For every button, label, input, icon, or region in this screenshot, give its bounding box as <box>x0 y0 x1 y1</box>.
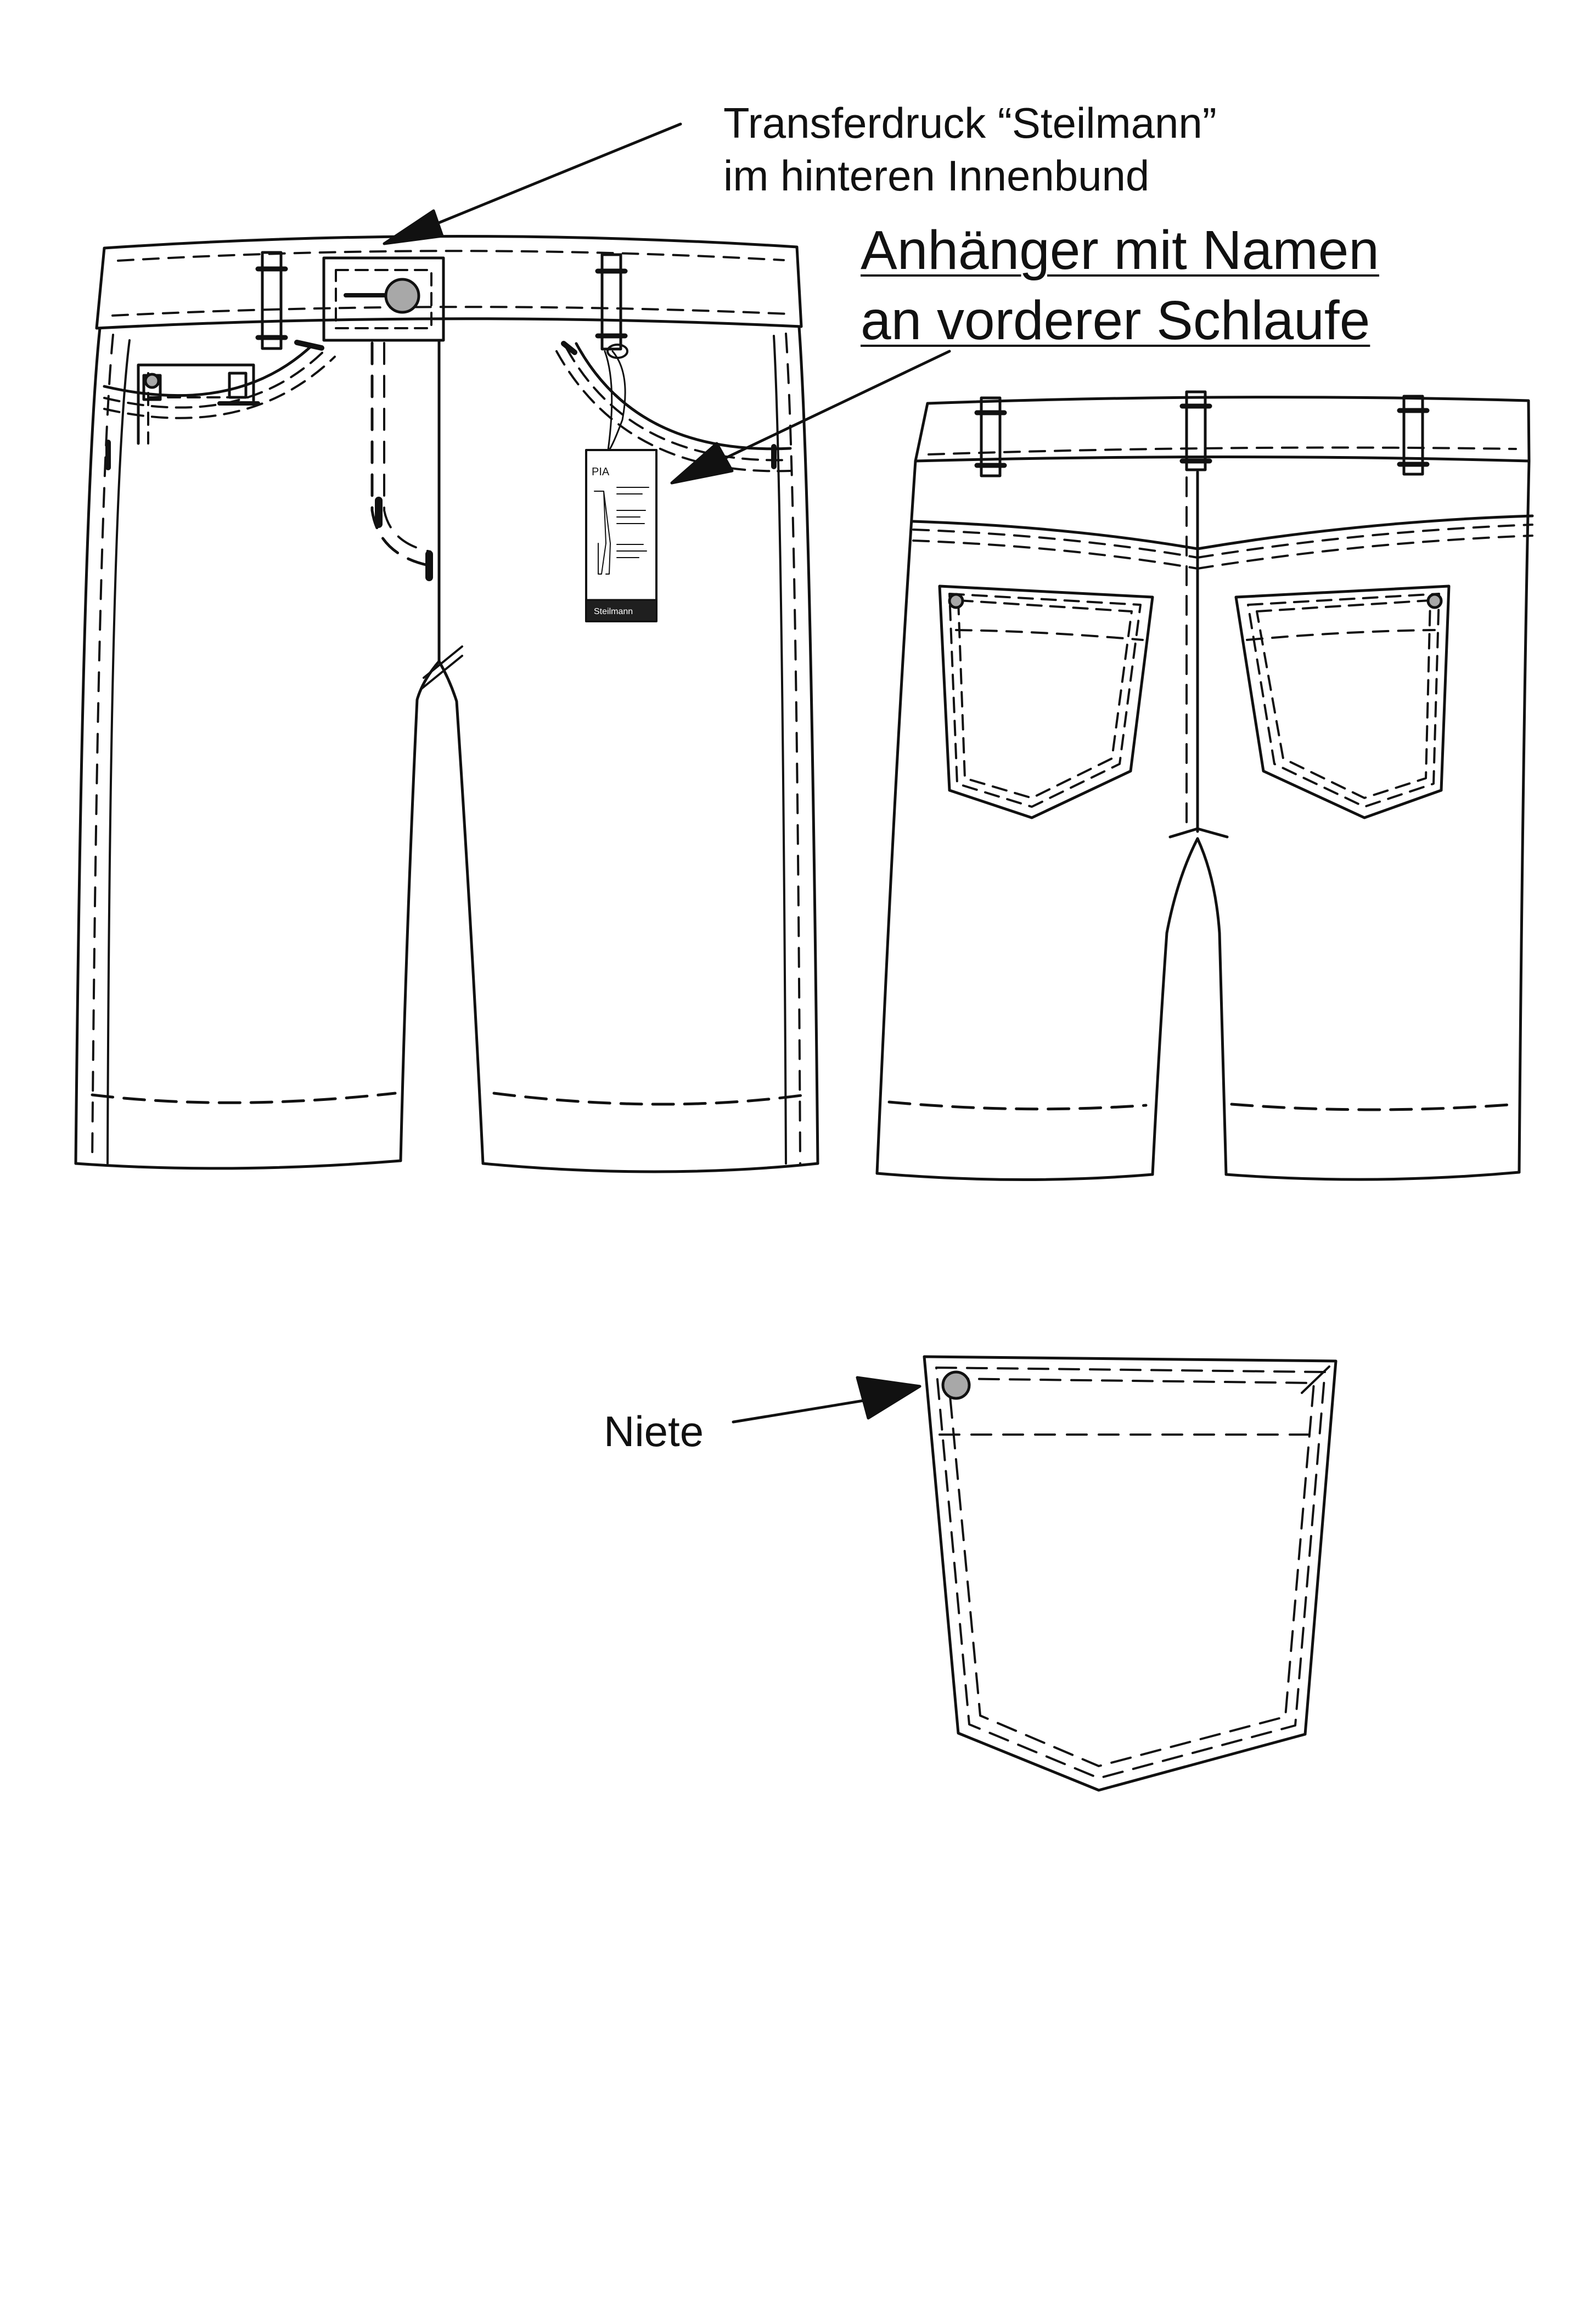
front-side-seam-right <box>797 325 819 1165</box>
front-side-seam-left <box>74 327 102 1165</box>
arrow-niete <box>732 1376 921 1424</box>
back-inseam-right <box>1196 837 1228 1176</box>
label-tag-line2: an vorderer Schlaufe <box>861 290 1370 351</box>
hang-tag-brand: Steilmann <box>594 607 633 616</box>
back-side-seam-right <box>1518 459 1531 1174</box>
label-transfer-line2: im hinteren Innenbund <box>723 151 1150 200</box>
front-hem-right <box>481 1162 819 1173</box>
niete-rivet <box>941 1370 971 1400</box>
label-transfer-print: Transferdruck “Steilmann” im hinteren In… <box>723 97 1217 202</box>
back-yoke <box>912 514 1534 550</box>
back-belt-loop-left <box>980 396 1002 477</box>
back-side-seam-left <box>875 459 917 1175</box>
label-hang-tag: Anhänger mit Namen an vorderer Schlaufe <box>861 215 1379 356</box>
pocket-detail <box>923 1355 1338 1792</box>
coin-pocket <box>137 363 255 445</box>
back-pocket-left <box>938 584 1154 819</box>
front-view-shorts <box>74 235 819 1173</box>
front-hem-left <box>74 1159 402 1170</box>
back-hem-right <box>1224 1171 1521 1181</box>
front-belt-loop-right <box>600 253 622 351</box>
back-belt-loop-center <box>1185 390 1207 471</box>
front-pocket-right <box>575 342 792 451</box>
label-transfer-line1: Transferdruck “Steilmann” <box>723 99 1217 147</box>
back-belt-loop-right <box>1402 395 1424 476</box>
front-button-tab <box>322 256 445 342</box>
front-waistband <box>95 235 803 330</box>
hang-tag <box>585 449 657 622</box>
back-inseam-left <box>1151 837 1199 1176</box>
arrow-transfer <box>383 122 682 245</box>
arrow-tag <box>670 350 951 485</box>
back-hem-left <box>875 1172 1154 1182</box>
front-inseam-right <box>437 660 485 1165</box>
front-button <box>384 278 420 314</box>
label-tag-line1: Anhänger mit Namen <box>861 220 1379 281</box>
pocket-detail-outline <box>923 1355 1338 1792</box>
front-inseam-left <box>399 660 441 1162</box>
label-niete: Niete <box>604 1407 704 1455</box>
back-pocket-right <box>1234 584 1451 819</box>
hang-tag-title: PIA <box>592 466 610 478</box>
front-belt-loop-left <box>261 251 283 350</box>
front-pocket-left <box>103 343 314 397</box>
back-view-shorts <box>875 390 1534 1182</box>
